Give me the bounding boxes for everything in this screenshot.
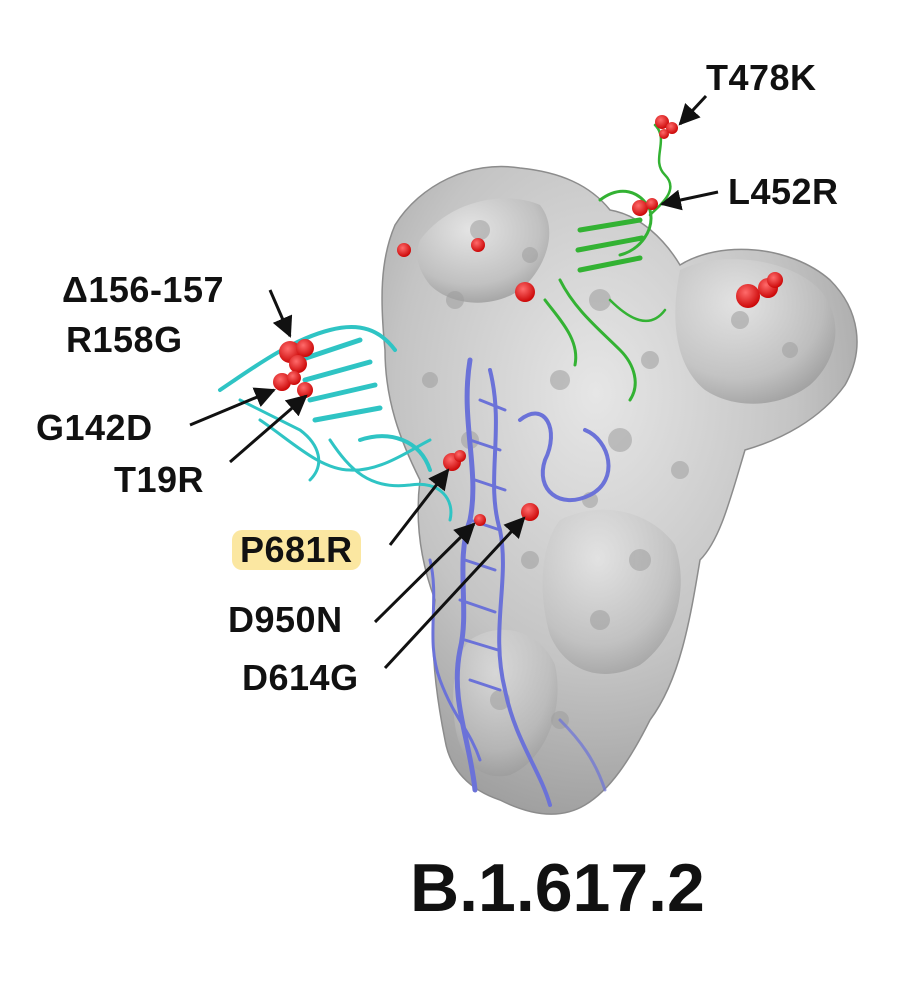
label-r158g: R158G	[66, 319, 183, 360]
label-g142d: G142D	[36, 407, 153, 448]
label-d614g: D614G	[242, 657, 359, 698]
arrow-l452r	[659, 189, 719, 211]
arrow-g142d	[189, 387, 276, 427]
label-l452r: L452R	[728, 171, 839, 212]
arrow-d950n	[373, 522, 476, 624]
site-l452r	[632, 198, 658, 216]
arrow-d614g	[383, 516, 526, 670]
site-d614g	[521, 503, 539, 521]
arrow-del156	[268, 289, 293, 338]
variant-title: B.1.617.2	[410, 850, 705, 926]
site-g142d	[273, 371, 301, 391]
site-del156-r158g	[279, 339, 314, 373]
site-other	[397, 238, 783, 308]
arrow-t478k	[678, 94, 708, 126]
site-t478k	[655, 115, 678, 139]
label-t478k: T478K	[706, 57, 817, 98]
label-d950n: D950N	[228, 599, 343, 640]
cyan-chain	[218, 324, 453, 522]
label-p681r: P681R	[232, 530, 361, 570]
label-del156-157: Δ156-157	[62, 269, 224, 310]
site-d950n	[474, 514, 486, 526]
mutation-sites	[273, 115, 783, 526]
site-t19r	[297, 382, 313, 398]
site-p681r	[443, 450, 466, 471]
pointer-arrows	[189, 94, 719, 670]
arrow-p681r	[388, 468, 450, 546]
label-t19r: T19R	[114, 459, 205, 500]
arrow-t19r	[229, 394, 308, 464]
